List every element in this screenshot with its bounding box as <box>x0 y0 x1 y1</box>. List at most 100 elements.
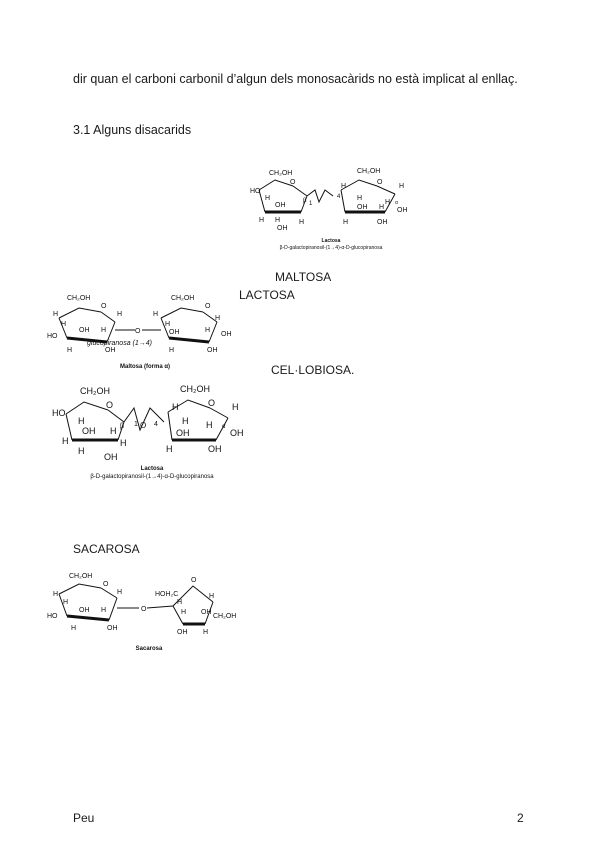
svg-text:HO: HO <box>52 408 66 418</box>
svg-text:OH: OH <box>377 219 388 226</box>
svg-text:1: 1 <box>134 421 138 428</box>
glucose-ring: CH₂OH O H H H OH H OH H OH α <box>166 384 244 454</box>
svg-text:OH: OH <box>104 452 118 462</box>
svg-text:O: O <box>140 421 146 430</box>
svg-text:OH: OH <box>357 204 368 211</box>
lactose-structure-small: CH₂OH O HO H OH H H H OH 1 4 β CH₂OH O H… <box>250 168 408 251</box>
svg-text:H: H <box>61 321 66 328</box>
figure-caption: Maltosa (forma α) <box>120 364 170 370</box>
figure-caption: Lactosa <box>141 466 164 472</box>
svg-text:O: O <box>208 398 215 408</box>
lactose-structure-large: CH₂OH O HO H OH H H H H OH 1 4 β O CH₂OH… <box>52 384 244 480</box>
svg-text:H: H <box>101 607 106 614</box>
svg-text:H: H <box>63 599 68 606</box>
label-sacarosa: SACAROSA <box>73 542 140 556</box>
svg-text:OH: OH <box>105 347 116 354</box>
svg-text:1: 1 <box>309 201 313 207</box>
svg-text:4: 4 <box>154 421 158 428</box>
svg-text:CH₂OH: CH₂OH <box>180 384 210 394</box>
sucrose-structure: CH₂OH O H H H HO OH H H OH O O HOH₂C H H… <box>47 573 236 652</box>
section-heading: 3.1 Alguns disacarids <box>73 123 192 137</box>
svg-text:CH₂OH: CH₂OH <box>213 613 236 620</box>
svg-text:H: H <box>71 625 76 632</box>
svg-text:OH: OH <box>79 607 90 614</box>
glucose-ring: CH₂OH O H H H HO OH H H OH <box>47 573 122 632</box>
svg-text:α: α <box>222 424 226 430</box>
footer-text: Peu <box>73 811 95 825</box>
svg-text:H: H <box>341 183 346 190</box>
label-maltosa: MALTOSA <box>275 270 332 284</box>
svg-text:H: H <box>205 327 210 334</box>
svg-text:H: H <box>117 311 122 318</box>
svg-text:CH₂OH: CH₂OH <box>171 295 194 302</box>
svg-text:H: H <box>215 315 220 322</box>
svg-text:H: H <box>232 402 239 412</box>
svg-text:O: O <box>106 400 113 410</box>
svg-text:H: H <box>299 219 304 226</box>
page-number: 2 <box>517 811 524 825</box>
svg-text:OH: OH <box>169 329 180 336</box>
svg-text:HOH₂C: HOH₂C <box>155 591 178 598</box>
svg-text:H: H <box>110 426 117 436</box>
svg-text:α: α <box>395 200 398 206</box>
handwritten-annotation: glucopiranosa (1→4) <box>87 340 152 347</box>
svg-text:H: H <box>177 599 182 606</box>
svg-text:H: H <box>153 311 158 318</box>
svg-text:β: β <box>120 423 124 430</box>
svg-text:OH: OH <box>221 331 232 338</box>
svg-text:O: O <box>377 179 383 186</box>
svg-text:H: H <box>265 195 270 202</box>
svg-text:H: H <box>165 321 170 328</box>
svg-text:β: β <box>303 198 307 204</box>
svg-text:H: H <box>203 629 208 636</box>
label-lactosa: LACTOSA <box>239 288 295 302</box>
svg-text:OH: OH <box>201 609 212 616</box>
svg-text:H: H <box>101 327 106 334</box>
svg-text:H: H <box>275 217 280 224</box>
glycosidic-bond: 1 4 β <box>303 189 341 207</box>
svg-text:H: H <box>182 416 189 426</box>
svg-text:H: H <box>343 219 348 226</box>
svg-text:H: H <box>78 416 85 426</box>
svg-text:H: H <box>53 311 58 318</box>
svg-text:H: H <box>209 593 214 600</box>
svg-text:O: O <box>205 303 211 310</box>
svg-text:OH: OH <box>230 428 244 438</box>
figure-caption: Sacarosa <box>136 646 163 652</box>
svg-text:O: O <box>191 577 197 584</box>
svg-text:H: H <box>117 589 122 596</box>
svg-text:O: O <box>101 303 107 310</box>
svg-text:CH₂OH: CH₂OH <box>357 168 380 175</box>
svg-text:H: H <box>172 402 179 412</box>
svg-text:CH₂OH: CH₂OH <box>269 170 292 177</box>
svg-text:OH: OH <box>79 327 90 334</box>
figure-subcaption: β-D-galactopiranosil-(1→4)-α-D-glucopira… <box>280 245 383 251</box>
body-paragraph: dir quan el carboni carbonil d’algun del… <box>73 72 518 86</box>
maltose-structure: CH₂OH O H H H HO OH H H OH O CH₂OH O H H… <box>47 295 232 370</box>
svg-text:OH: OH <box>177 629 188 636</box>
svg-text:O: O <box>290 179 296 186</box>
glucose-ring: CH₂OH O H H H H OH H OH H OH α <box>340 168 408 226</box>
svg-text:H: H <box>379 204 384 211</box>
svg-text:H: H <box>166 444 173 454</box>
glycosidic-bond: 1 4 β O <box>120 406 165 432</box>
svg-text:OH: OH <box>82 426 96 436</box>
svg-text:H: H <box>67 347 72 354</box>
svg-text:OH: OH <box>397 207 408 214</box>
svg-text:HO: HO <box>47 613 58 620</box>
svg-text:OH: OH <box>107 625 118 632</box>
label-cellobiosa: CEL·LOBIOSA. <box>271 363 355 377</box>
svg-text:O: O <box>141 606 147 613</box>
svg-text:HO: HO <box>47 333 58 340</box>
fructose-ring: O HOH₂C H H H OH CH₂OH OH H <box>155 577 236 636</box>
svg-text:OH: OH <box>207 347 218 354</box>
svg-text:OH: OH <box>275 202 286 209</box>
svg-text:OH: OH <box>277 225 288 232</box>
svg-text:CH₂OH: CH₂OH <box>69 573 92 580</box>
svg-text:H: H <box>62 436 69 446</box>
svg-text:H: H <box>53 591 58 598</box>
svg-text:H: H <box>259 217 264 224</box>
figure-caption: Lactosa <box>322 238 341 244</box>
galactose-ring: CH₂OH O HO H OH H H H H OH <box>52 386 127 462</box>
svg-text:O: O <box>103 581 109 588</box>
